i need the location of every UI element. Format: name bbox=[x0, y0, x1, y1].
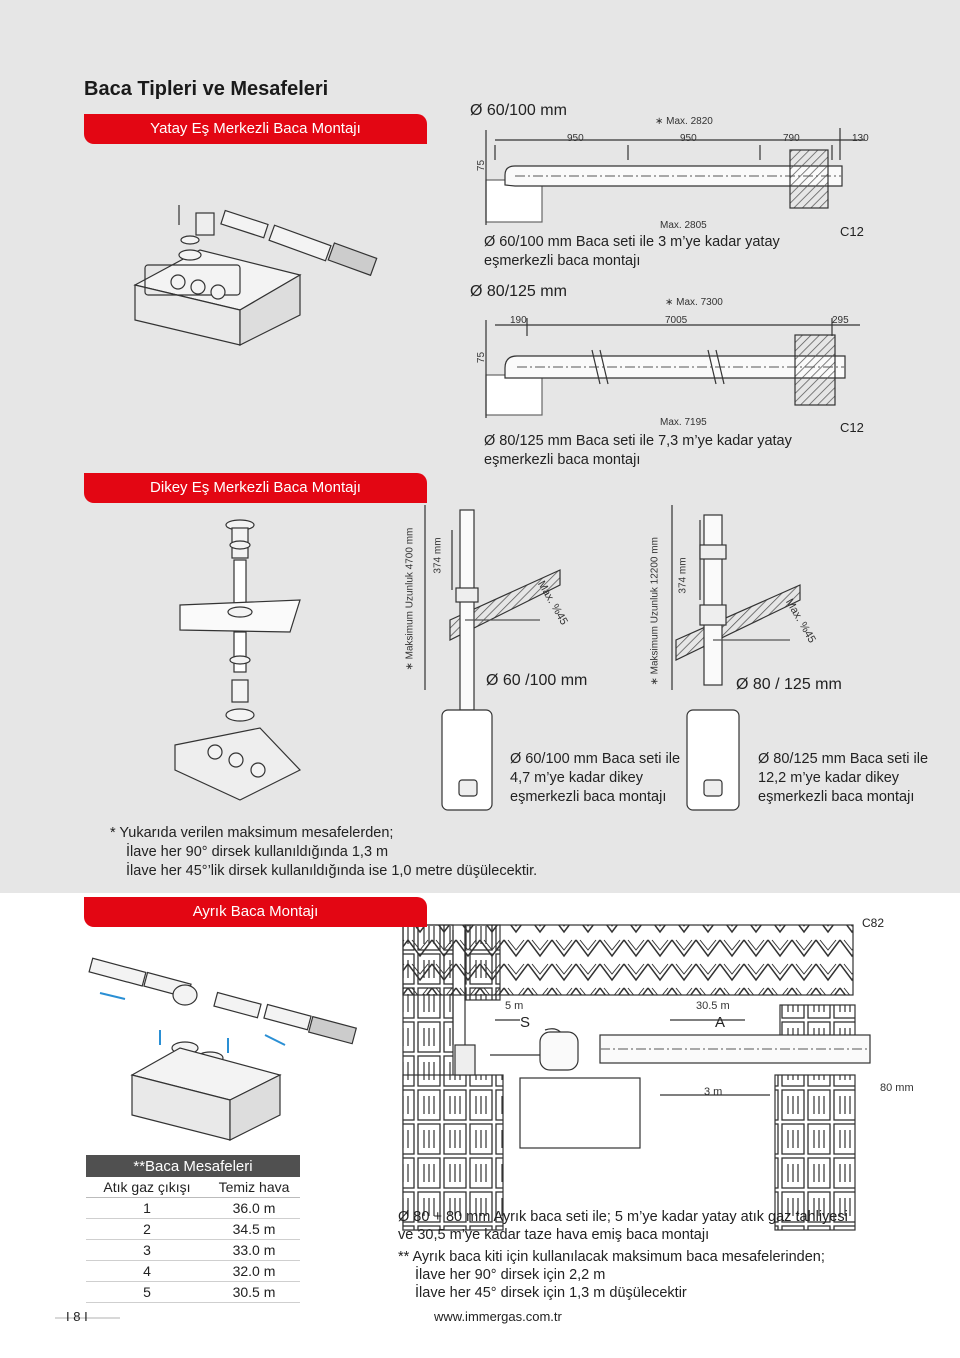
table-cell-fresh-air: 32.0 m bbox=[208, 1260, 300, 1282]
h80-dim-7005: 7005 bbox=[665, 315, 688, 326]
bottom-note-4: İlave her 90° dirsek için 2,2 m bbox=[415, 1267, 606, 1283]
sep-code: C82 bbox=[862, 916, 885, 930]
h80-caption-1: Ø 80/125 mm Baca seti ile 7,3 m’ye kadar… bbox=[484, 433, 792, 449]
h80-code: C12 bbox=[840, 420, 864, 435]
section-horizontal-header: Yatay Eş Merkezli Baca Montajı bbox=[84, 114, 427, 144]
table-cell-exhaust: 4 bbox=[86, 1260, 208, 1282]
v80-max-length: ∗ Maksimum Uzunluk 12200 mm bbox=[649, 537, 661, 686]
pipe-60-horizontal bbox=[485, 128, 865, 225]
h80-dim-295: 295 bbox=[832, 315, 849, 326]
v60-caption-2: 4,7 m’ye kadar dikey bbox=[510, 770, 643, 786]
v80-caption-3: eşmerkezli baca montajı bbox=[758, 789, 915, 805]
h80-dim-190: 190 bbox=[510, 315, 527, 326]
note-line-1: * Yukarıda verilen maksimum mesafelerden… bbox=[110, 825, 394, 841]
sep-dim-5m: 5 m bbox=[505, 1000, 524, 1012]
v80-label: Ø 80 / 125 mm bbox=[736, 676, 842, 693]
boiler-diagram-horizontal bbox=[133, 205, 378, 346]
table-cell-fresh-air: 34.5 m bbox=[208, 1218, 300, 1240]
v60-caption-3: eşmerkezli baca montajı bbox=[510, 789, 667, 805]
table-title: **Baca Mesafeleri bbox=[86, 1155, 300, 1177]
sep-dim-3m: 3 m bbox=[704, 1086, 723, 1098]
h60-max-2805: Max. 2805 bbox=[660, 220, 707, 231]
v80-caption-2: 12,2 m’ye kadar dikey bbox=[758, 770, 900, 786]
h80-dim-75: 75 bbox=[476, 351, 488, 364]
bottom-note-3: ** Ayrık baca kiti için kullanılacak mak… bbox=[398, 1249, 825, 1265]
pipe-80-horizontal bbox=[485, 318, 860, 418]
bottom-note-2: ve 30,5 m’ye kadar taze hava emiş baca m… bbox=[398, 1227, 710, 1243]
table-cell-fresh-air: 33.0 m bbox=[208, 1239, 300, 1261]
h80-max-7195: Max. 7195 bbox=[660, 417, 707, 428]
note-line-2: İlave her 90° dirsek kullanıldığında 1,3… bbox=[126, 844, 389, 860]
table-cell-exhaust: 5 bbox=[86, 1281, 208, 1303]
bottom-note-1: Ø 80 + 80 mm Ayrık baca seti ile; 5 m’ye… bbox=[398, 1209, 848, 1225]
v60-label: Ø 60 /100 mm bbox=[486, 672, 588, 689]
bottom-note-5: İlave her 45° dirsek için 1,3 m düşülece… bbox=[415, 1285, 687, 1301]
table-cell-fresh-air: 30.5 m bbox=[208, 1281, 300, 1303]
h60-caption-1: Ø 60/100 mm Baca seti ile 3 m’ye kadar y… bbox=[484, 234, 780, 250]
table-cell-exhaust: 1 bbox=[86, 1197, 208, 1219]
v60-caption-1: Ø 60/100 mm Baca seti ile bbox=[510, 751, 681, 767]
h60-dim-950b: 950 bbox=[680, 133, 697, 144]
h80-caption-2: eşmerkezli baca montajı bbox=[484, 452, 641, 468]
sep-dim-80mm: 80 mm bbox=[880, 1082, 914, 1094]
h60-dim-790: 790 bbox=[783, 133, 800, 144]
sep-dim-30-5m: 30.5 m bbox=[696, 1000, 730, 1012]
vertical-exploded-diagram bbox=[174, 519, 301, 801]
h60-heading: Ø 60/100 mm bbox=[470, 102, 567, 119]
table-cell-exhaust: 2 bbox=[86, 1218, 208, 1240]
page-number: I 8 I bbox=[66, 1309, 88, 1324]
v80-caption-1: Ø 80/125 mm Baca seti ile bbox=[758, 751, 929, 767]
h60-code: C12 bbox=[840, 224, 864, 239]
h60-dim-950a: 950 bbox=[567, 133, 584, 144]
h60-dim-130: 130 bbox=[852, 133, 869, 144]
footer-url[interactable]: www.immergas.com.tr bbox=[434, 1309, 562, 1324]
v60-max-length: ∗ Maksimum Uzunluk 4700 mm bbox=[404, 527, 416, 671]
section-vertical-header: Dikey Eş Merkezli Baca Montajı bbox=[84, 473, 427, 503]
h80-max-star: ∗ Max. 7300 bbox=[665, 297, 723, 308]
separate-building-diagram bbox=[402, 924, 871, 1231]
h80-heading: Ø 80/125 mm bbox=[470, 283, 567, 300]
separate-exploded-diagram bbox=[88, 957, 358, 1141]
sep-label-s: S bbox=[520, 1014, 531, 1031]
vertical-80-diagram bbox=[671, 505, 801, 811]
v60-dim-374: 374 mm bbox=[432, 537, 444, 574]
v80-dim-374: 374 mm bbox=[677, 557, 689, 594]
page-title: Baca Tipleri ve Mesafeleri bbox=[84, 78, 329, 100]
h60-dim-75: 75 bbox=[476, 159, 488, 172]
table-col-exhaust: Atık gaz çıkışı bbox=[86, 1177, 208, 1198]
section-separate-header: Ayrık Baca Montajı bbox=[84, 897, 427, 927]
table-cell-exhaust: 3 bbox=[86, 1239, 208, 1261]
table-cell-fresh-air: 36.0 m bbox=[208, 1197, 300, 1219]
vertical-60-diagram bbox=[424, 505, 561, 811]
h60-caption-2: eşmerkezli baca montajı bbox=[484, 253, 641, 269]
h60-max-star: ∗ Max. 2820 bbox=[655, 116, 713, 127]
note-line-3: İlave her 45°’lik dirsek kullanıldığında… bbox=[126, 863, 538, 879]
sep-label-a: A bbox=[715, 1014, 726, 1031]
table-col-fresh-air: Temiz hava bbox=[208, 1177, 300, 1198]
